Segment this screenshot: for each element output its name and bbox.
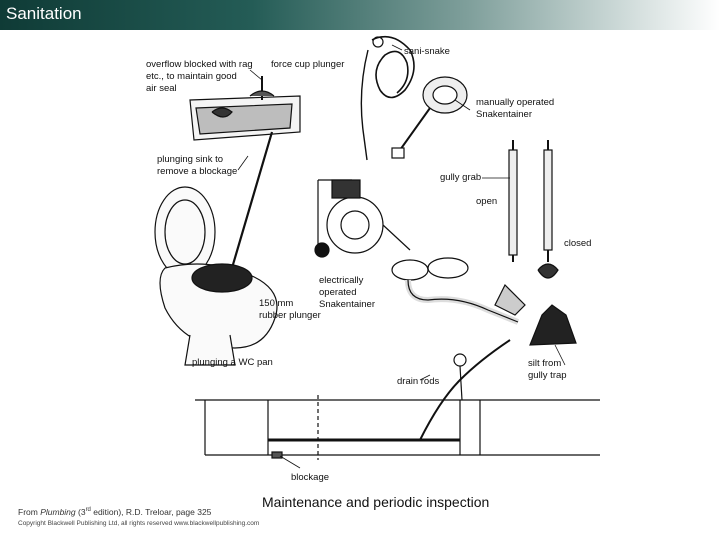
label-blockage: blockage <box>291 472 330 483</box>
drain-pipe-drawing <box>391 257 520 325</box>
leader-drain-rods <box>419 374 431 381</box>
label-open: open <box>476 196 498 207</box>
sink-plunger-handle <box>230 131 274 269</box>
silt-pile <box>529 304 577 346</box>
label-force-cup-plunger: force cup plunger <box>271 59 345 70</box>
slide-title: Sanitation <box>6 4 82 23</box>
label-drain-rods: drain rods <box>397 376 440 387</box>
caption: Maintenance and periodic inspection <box>262 494 490 510</box>
source-credit: From Plumbing (3rd edition), R.D. Treloa… <box>18 507 212 517</box>
sani-snake-drawing <box>360 35 415 161</box>
label-silt-trap: silt from gully trap <box>528 358 567 381</box>
gully-grab-drawing <box>494 140 559 316</box>
copyright-notice: Copyright Blackwell Publishing Ltd, all … <box>18 520 260 527</box>
leader-overflow <box>249 69 263 81</box>
sink-drawing <box>189 76 301 141</box>
label-rubber-plunger: 150 mm rubber plunger <box>259 298 321 321</box>
drain-section-drawing <box>195 339 600 460</box>
leader-blockage <box>279 455 301 469</box>
label-overflow: overflow blocked with rag etc., to maint… <box>146 59 253 94</box>
leader-silt <box>554 344 566 366</box>
label-plunging-wc: plunging a WC pan <box>192 357 273 368</box>
label-plunging-sink: plunging sink to remove a blockage <box>157 154 238 177</box>
label-closed: closed <box>564 238 592 249</box>
label-electric-snakentainer: electrically operated Snakentainer <box>319 275 375 310</box>
label-gully-grab: gully grab <box>440 172 482 183</box>
title-bar: Sanitation <box>0 0 720 30</box>
leader-manual <box>454 99 471 111</box>
leader-sani-snake <box>391 44 403 51</box>
electric-snakentainer-drawing <box>314 179 411 258</box>
wc-pan-drawing <box>154 186 278 366</box>
leader-sink <box>237 155 249 171</box>
manual-snakentainer-drawing <box>391 76 468 159</box>
label-manual-snakentainer: manually operated Snakentainer <box>476 97 555 120</box>
label-sani-snake: sani-snake <box>404 46 450 57</box>
